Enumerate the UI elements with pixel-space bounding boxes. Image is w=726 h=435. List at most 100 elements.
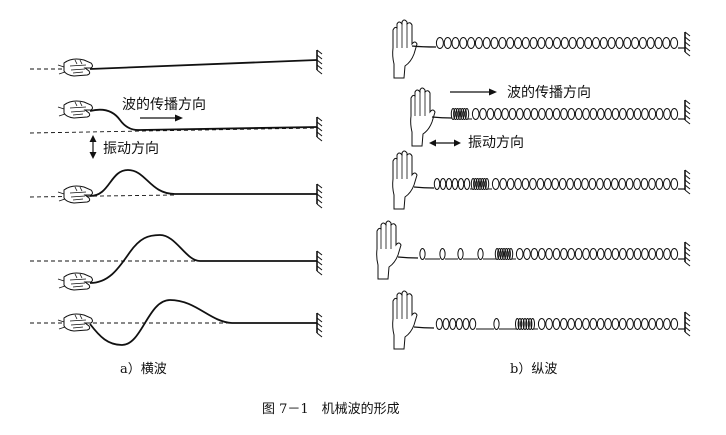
spring-coil [596,178,604,190]
spring-coil [499,248,505,260]
spring-coil [515,248,524,260]
spring-coil [626,108,635,120]
spring-coil [611,108,620,120]
spring-coil [581,178,589,190]
equilibrium-line [29,194,176,198]
spring-coil [619,248,627,260]
spring-coil [611,178,619,190]
spring-coil [670,248,679,260]
spring-coil [530,248,539,260]
fixed-wall-icon [684,31,691,57]
spring-coil [491,178,500,190]
transverse-panel: 波的传播方向 振动方向 a）横波 [29,49,323,377]
spring-coil [517,318,523,330]
spring-coil [439,248,446,260]
spring-coil [638,37,647,49]
rope [89,59,318,70]
spring-coil [477,248,484,260]
spring-coil [523,248,531,260]
spring-coil [582,248,590,260]
rope [89,299,317,346]
fixed-wall-icon [316,312,323,338]
hand-icon [57,58,93,77]
spring-coil [516,108,524,120]
spring-coil [641,248,649,260]
spring-coil [648,318,657,330]
spring-coil [663,178,671,190]
spring-coil [504,248,509,260]
fixed-wall-icon [684,311,691,337]
spring-coil [560,318,568,330]
spring-coil [574,318,583,330]
spring-coil [551,178,560,190]
spring-coil [663,108,671,120]
spring-coil [419,248,426,260]
spring-coil [646,37,655,49]
spring-coil [567,108,576,120]
spring-coil [545,37,554,49]
spring-coil [527,318,533,330]
spring-coil [449,318,457,330]
spring-coil [631,37,640,49]
spring-coil [588,178,597,190]
spring-coil [589,108,598,120]
spring-coil [506,37,515,49]
spring-coil [475,178,481,190]
spring-coil [597,108,605,120]
spring-coil [521,178,530,190]
spring-coil [655,178,664,190]
spring-coil [521,37,530,49]
spring-coil [640,178,649,190]
spring-coil [670,318,679,330]
spring-coil [538,248,546,260]
spring-coil [537,318,546,330]
spring-coil [566,178,574,190]
spring-coil [501,108,509,120]
spring-coil [460,108,465,120]
spring-coil [626,318,634,330]
spring-coil [560,108,568,120]
spring-coil [553,37,561,49]
fixed-wall-icon [316,49,323,75]
spring-coil [662,37,671,49]
spring-coil [633,178,641,190]
spring-coil [604,108,612,120]
spring-coil [560,248,568,260]
spring-coil [633,108,642,120]
spring-coil [604,318,612,330]
spring-coil [523,108,532,120]
spring-coil [508,248,514,260]
spring-coil [497,248,502,260]
spring-coil [464,108,470,120]
spring-coil [574,108,583,120]
spring-coil [607,37,616,49]
spring-coil [530,108,539,120]
spring-coil [462,318,470,330]
spring-coil [433,178,441,190]
spring-coil [592,37,600,49]
spring-coil [582,108,590,120]
spring-coil [568,37,577,49]
spring-coil [482,178,487,190]
spring-coil [451,37,460,49]
rope [89,108,318,131]
hand-icon [57,272,93,291]
spring-coil [514,178,522,190]
figure-caption: 图 7－1 机械波的形成 [262,401,400,417]
spring-coil [455,108,461,120]
hand-icon [392,150,418,210]
spring-coil [623,37,632,49]
spring-coil [453,108,458,120]
spring-coil [457,108,463,120]
rope [89,234,317,284]
spring-coil [474,37,483,49]
spring-coil [603,178,612,190]
spring-coil [506,178,515,190]
spring-coil [596,318,605,330]
fixed-wall-icon [316,116,323,142]
spring-coil [648,108,657,120]
spring-coil [462,108,467,120]
fixed-wall-icon [316,250,323,276]
spring-coil [451,178,459,190]
spring-coil [619,108,627,120]
